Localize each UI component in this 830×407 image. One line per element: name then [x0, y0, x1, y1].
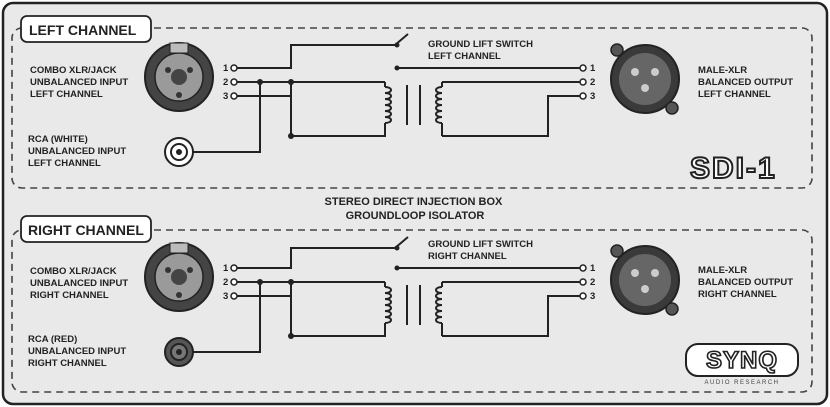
left-ground-label: GROUND LIFT SWITCH LEFT CHANNEL — [428, 39, 536, 62]
right-in-pin-2: 2 — [223, 277, 228, 288]
model-label: SDI-1 — [690, 152, 777, 185]
right-out-pin-1: 1 — [590, 263, 596, 274]
right-channel-panel: RIGHT CHANNEL COMBO XLR/JACK UNBALANCED … — [11, 215, 813, 393]
right-combo-jack — [144, 242, 214, 312]
left-in-pin-3: 3 — [223, 91, 228, 102]
left-panel-border — [11, 27, 813, 189]
left-combo-jack — [144, 42, 214, 112]
right-rca-label: RCA (RED) UNBALANCED INPUT RIGHT CHANNEL — [28, 334, 129, 369]
right-panel-border — [11, 229, 813, 393]
right-out-pin-2: 2 — [590, 277, 595, 288]
center-title: STEREO DIRECT INJECTION BOX GROUNDLOOP I… — [325, 196, 506, 222]
right-combo-label: COMBO XLR/JACK UNBALANCED INPUT RIGHT CH… — [30, 266, 131, 301]
left-in-pin-1: 1 — [223, 63, 229, 74]
left-combo-label: COMBO XLR/JACK UNBALANCED INPUT LEFT CHA… — [30, 65, 131, 100]
right-ground-label: GROUND LIFT SWITCH RIGHT CHANNEL — [428, 239, 536, 262]
right-in-pin-1: 1 — [223, 263, 229, 274]
brand-subtitle: AUDIO RESEARCH — [704, 380, 779, 386]
left-rca-label: RCA (WHITE) UNBALANCED INPUT LEFT CHANNE… — [28, 134, 129, 169]
right-channel-tag: RIGHT CHANNEL — [28, 222, 144, 238]
right-xlr-connector — [610, 244, 680, 316]
left-rca-jack — [164, 137, 194, 167]
brand-logo: SYNQ AUDIO RESEARCH — [685, 343, 799, 386]
right-xlr-label: MALE-XLR BALANCED OUTPUT RIGHT CHANNEL — [698, 265, 796, 300]
left-wiring — [193, 33, 580, 153]
left-channel-tag-box — [20, 15, 152, 43]
right-in-pin-3: 3 — [223, 291, 228, 302]
left-out-pin-3: 3 — [590, 91, 595, 102]
left-channel-panel: LEFT CHANNEL COMBO XLR/JACK UNBALANCED I… — [11, 15, 813, 189]
left-xlr-connector — [610, 43, 680, 115]
left-in-pin-2: 2 — [223, 77, 228, 88]
left-xlr-label: MALE-XLR BALANCED OUTPUT LEFT CHANNEL — [698, 65, 796, 100]
left-channel-tag: LEFT CHANNEL — [29, 22, 137, 38]
left-out-pin-2: 2 — [590, 77, 595, 88]
right-wiring — [193, 236, 580, 353]
right-out-pin-3: 3 — [590, 291, 595, 302]
brand-name: SYNQ — [706, 347, 778, 374]
right-channel-tag-box — [20, 215, 152, 243]
right-rca-jack — [164, 337, 194, 367]
left-out-pin-1: 1 — [590, 63, 596, 74]
